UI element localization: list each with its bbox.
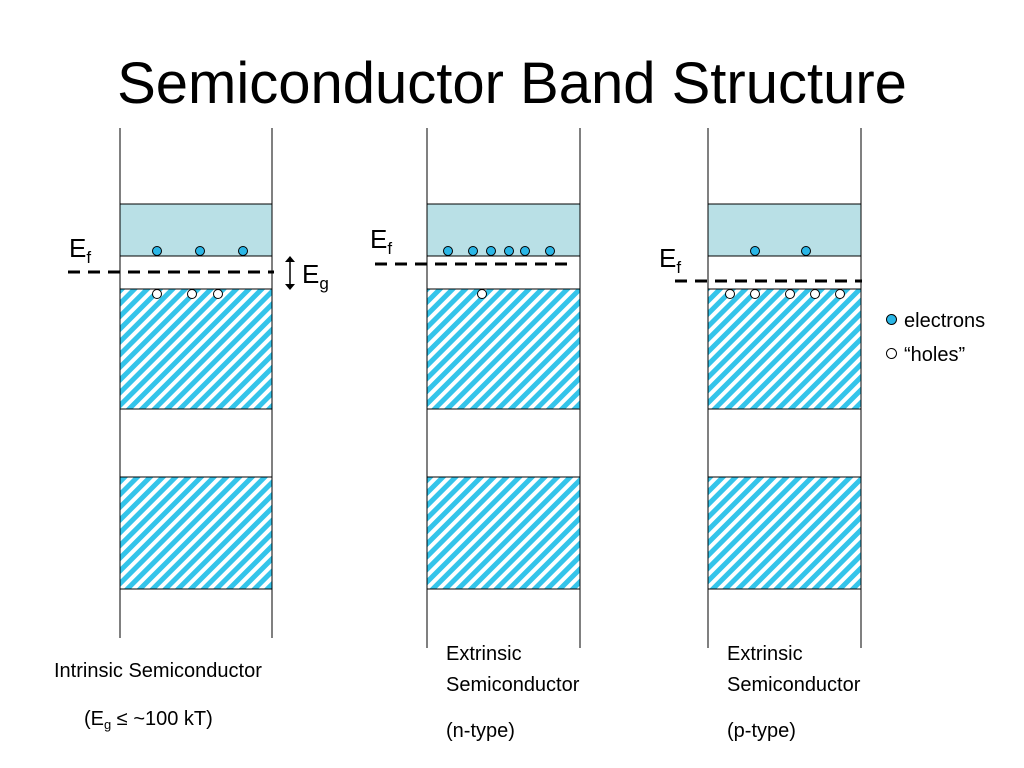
fermi-level-label-n-type: Ef bbox=[370, 224, 393, 258]
conduction-band-n-type bbox=[426, 203, 581, 257]
electron-n-type bbox=[486, 246, 496, 256]
electron-n-type bbox=[504, 246, 514, 256]
lower-band-intrinsic bbox=[119, 476, 273, 590]
hole-p-type bbox=[785, 289, 795, 299]
hole-n-type bbox=[477, 289, 487, 299]
band-gap-arrow-up-icon bbox=[285, 256, 295, 262]
lower-band-p-type bbox=[707, 476, 862, 590]
hole-dot-icon bbox=[886, 348, 897, 359]
legend-electrons: electrons bbox=[886, 309, 985, 333]
electron-n-type bbox=[545, 246, 555, 256]
hole-intrinsic bbox=[213, 289, 223, 299]
caption-p-type-line1: Extrinsic bbox=[727, 643, 803, 665]
lower-band-n-type bbox=[426, 476, 581, 590]
electron-intrinsic bbox=[195, 246, 205, 256]
type-label-n: (n-type) bbox=[446, 720, 515, 742]
slide-title: Semiconductor Band Structure bbox=[117, 51, 907, 116]
electron-n-type bbox=[468, 246, 478, 256]
hole-p-type bbox=[835, 289, 845, 299]
hole-p-type bbox=[750, 289, 760, 299]
hole-p-type bbox=[810, 289, 820, 299]
caption-intrinsic: Intrinsic Semiconductor bbox=[54, 660, 262, 682]
electron-p-type bbox=[801, 246, 811, 256]
band-gap-arrow-down-icon bbox=[285, 284, 295, 290]
caption-n-type-line2: Semiconductor bbox=[446, 674, 580, 696]
conduction-band-intrinsic bbox=[119, 203, 273, 257]
band-gap-label: Eg bbox=[302, 259, 329, 293]
caption-n-type-line1: Extrinsic bbox=[446, 643, 522, 665]
electron-intrinsic bbox=[152, 246, 162, 256]
electron-p-type bbox=[750, 246, 760, 256]
legend-holes: “holes” bbox=[886, 343, 965, 367]
bandgap-condition-note: (Eg ≤ ~100 kT) bbox=[84, 708, 213, 732]
valence-band-n-type bbox=[426, 288, 581, 410]
type-label-p: (p-type) bbox=[727, 720, 796, 742]
electron-dot-icon bbox=[886, 314, 897, 325]
electron-intrinsic bbox=[238, 246, 248, 256]
electron-n-type bbox=[443, 246, 453, 256]
electron-n-type bbox=[520, 246, 530, 256]
hole-intrinsic bbox=[152, 289, 162, 299]
hole-intrinsic bbox=[187, 289, 197, 299]
hole-p-type bbox=[725, 289, 735, 299]
conduction-band-p-type bbox=[707, 203, 862, 257]
valence-band-intrinsic bbox=[119, 288, 273, 410]
caption-p-type-line2: Semiconductor bbox=[727, 674, 861, 696]
fermi-level-label-intrinsic: Ef bbox=[69, 233, 92, 267]
valence-band-p-type bbox=[707, 288, 862, 410]
fermi-level-label-p-type: Ef bbox=[659, 243, 682, 277]
